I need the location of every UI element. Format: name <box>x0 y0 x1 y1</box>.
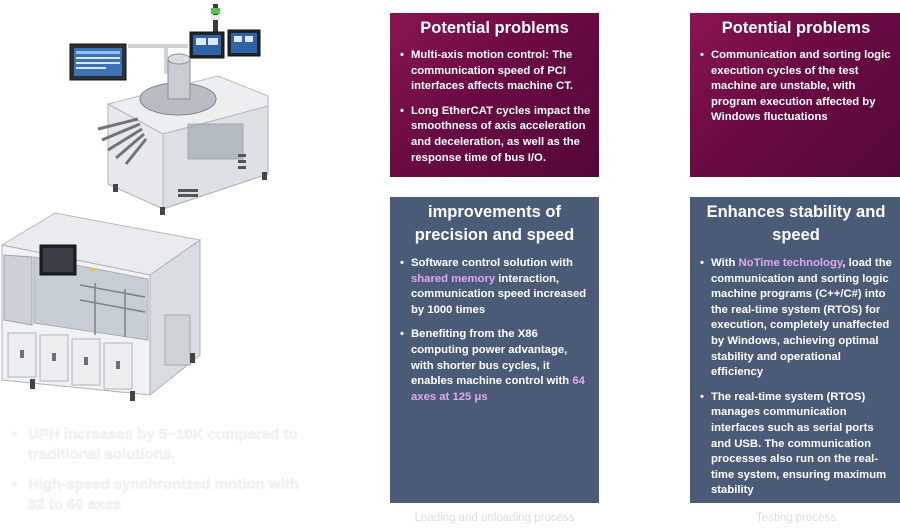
stability-list: With NoTime technology, load the communi… <box>690 256 900 499</box>
stability-item-rtos: The real-time system (RTOS) manages comm… <box>700 390 894 499</box>
loading-potential-problems-panel: Potential problems Multi-axis motion con… <box>390 13 599 177</box>
improvement-item-shared-memory: Software control solution with shared me… <box>400 256 591 318</box>
panel-title: Potential problems <box>420 19 569 37</box>
highlight-64-axes: 64 axes at 125 μs <box>411 375 585 403</box>
panel-title: Potential problems <box>721 19 871 37</box>
panel-title: Enhances stability and speed <box>706 203 886 244</box>
item-text: The real-time system (RTOS) manages comm… <box>711 390 887 497</box>
caption-testing-process: Testing process <box>756 512 836 524</box>
problem-list: Multi-axis motion control: The communica… <box>390 40 599 166</box>
highlight-shared-memory: shared memory <box>411 272 496 285</box>
highlight-notime: NoTime technology <box>738 257 843 269</box>
benefits-list: UPH increases by 5~10K compared to tradi… <box>12 425 312 525</box>
improvement-list: Software control solution with shared me… <box>390 256 599 405</box>
improvement-item-x86: Benefiting from the X86 computing power … <box>400 327 591 405</box>
item-text: With <box>711 257 739 269</box>
problem-list: Communication and sorting logic executio… <box>690 40 900 126</box>
loading-machine-image <box>0 205 205 410</box>
item-text: Software control solution with <box>411 257 573 269</box>
stability-speed-panel: Enhances stability and speed With NoTime… <box>690 197 900 503</box>
precision-speed-improvements-panel: improvements of precision and speed Soft… <box>390 197 599 503</box>
test-handler-machine-image <box>68 4 283 216</box>
problem-item-ethercat: Long EtherCAT cycles impact the smoothne… <box>400 104 591 166</box>
benefit-item-axes: High-speed synchronized motion with 32 t… <box>12 475 312 515</box>
item-text: , load the communication and sorting log… <box>711 257 892 379</box>
problem-item-windows-fluctuation: Communication and sorting logic executio… <box>700 48 894 126</box>
item-text: interaction, communication speed increas… <box>411 272 587 316</box>
caption-loading-process: Loading and unloading process <box>414 512 575 524</box>
panel-title: improvements of precision and speed <box>414 203 575 244</box>
item-text: Benefiting from the X86 computing power … <box>411 328 573 388</box>
testing-potential-problems-panel: Potential problems Communication and sor… <box>690 13 900 177</box>
benefit-item-uph: UPH increases by 5~10K compared to tradi… <box>12 425 312 465</box>
stability-item-notime: With NoTime technology, load the communi… <box>700 256 894 381</box>
problem-item-pci: Multi-axis motion control: The communica… <box>400 48 591 95</box>
